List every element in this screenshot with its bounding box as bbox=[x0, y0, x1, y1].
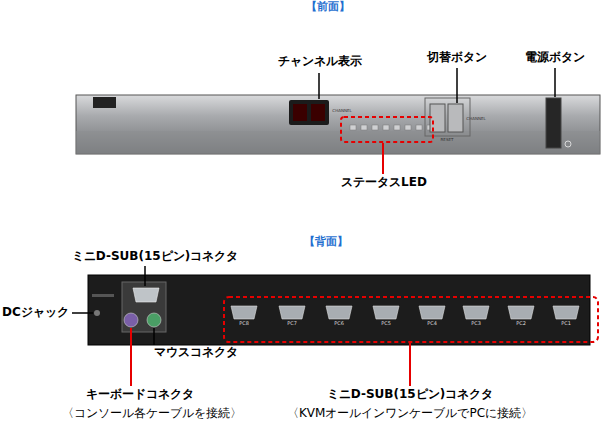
note-label: 〈KVMオールインワンケーブルでPCに接続〉 bbox=[287, 407, 533, 421]
port-label: PC2 bbox=[516, 321, 526, 327]
port-label: PC8 bbox=[239, 321, 249, 327]
port-label: PC4 bbox=[427, 321, 437, 327]
part-label: マウスコネクタ bbox=[154, 346, 238, 360]
port-label: PC6 bbox=[334, 321, 344, 327]
port-label: PC3 bbox=[471, 321, 481, 327]
panel-label: CHANNEL bbox=[466, 117, 485, 122]
part-label: チャンネル表示 bbox=[278, 55, 362, 69]
port-label: PC1 bbox=[561, 321, 571, 327]
part-label: ステータスLED bbox=[341, 176, 427, 190]
part-label: ミニD-SUB(15ピン)コネクタ bbox=[72, 250, 238, 264]
section-heading: 【背面】 bbox=[304, 236, 348, 249]
part-label: キーボードコネクタ bbox=[86, 388, 194, 402]
port-label: PC7 bbox=[287, 321, 297, 327]
panel-label: RESET bbox=[441, 138, 454, 143]
part-label: 電源ボタン bbox=[525, 51, 585, 65]
part-label: 切替ボタン bbox=[427, 51, 487, 65]
part-label: ミニD-SUB(15ピン)コネクタ bbox=[327, 388, 493, 402]
panel-label: CHANNEL bbox=[332, 109, 351, 114]
note-label: 〈コンソール各ケーブルを接続〉 bbox=[62, 407, 242, 421]
port-label: PC5 bbox=[381, 321, 391, 327]
part-label: DCジャック bbox=[2, 306, 69, 320]
section-heading: 【前面】 bbox=[306, 1, 350, 14]
